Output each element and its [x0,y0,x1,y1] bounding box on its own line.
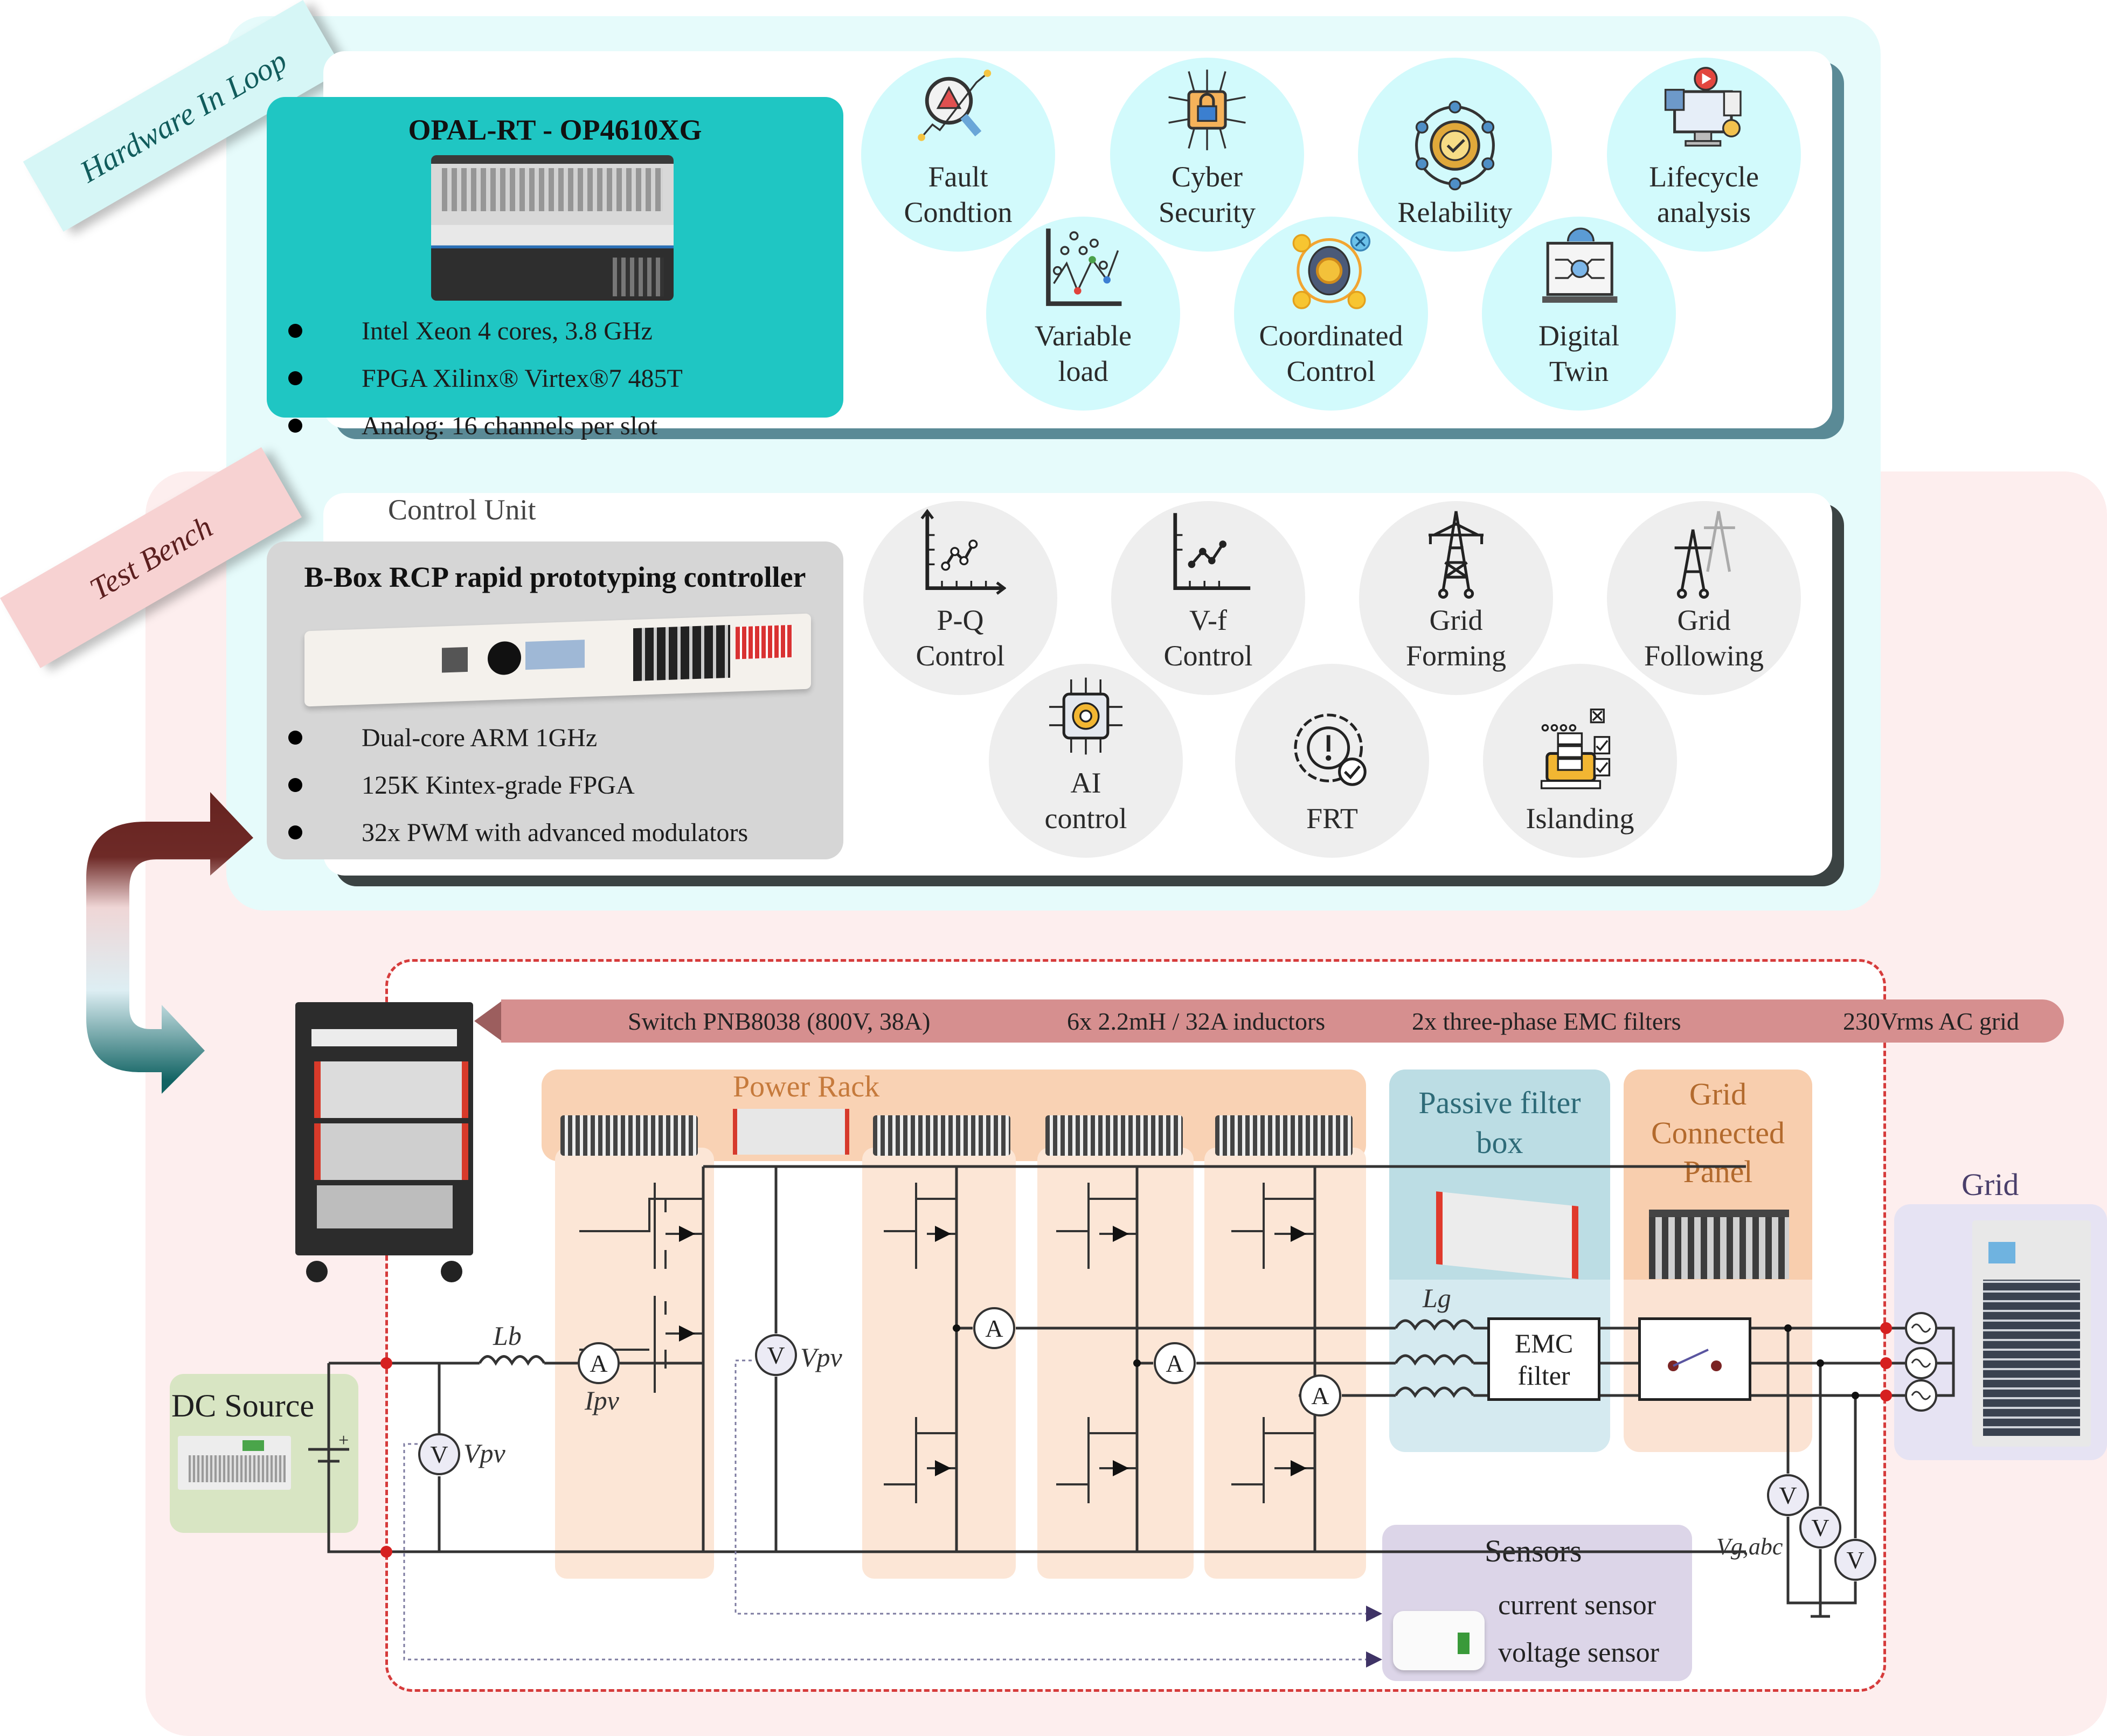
fault-search-icon [918,70,992,141]
grid-breaker-box [1638,1317,1751,1401]
transmission-tower-icon [1429,511,1484,599]
b-box-rcp-box: B-Box RCP rapid prototyping controller D… [267,541,843,859]
power-module-4 [1215,1115,1353,1156]
coordinated-gear-icon [1292,231,1371,309]
banner-grid: 230Vrms AC grid [1843,1007,2019,1035]
opal-chassis-image [431,155,674,301]
grid-title: Grid [1962,1167,2019,1202]
opal-spec: Intel Xeon 4 cores, 3.8 GHz [283,307,833,355]
reliability-badge-icon [1415,100,1495,191]
cyber-lock-chip-icon [1168,70,1246,150]
ammeter-phase-c: A [1299,1374,1341,1416]
banner-inductors: 6x 2.2mH / 32A inductors [1067,1007,1326,1035]
label-vgabc: Vg,abc [1716,1533,1783,1560]
b-box-spec: Dual-core ARM 1GHz [283,714,833,761]
arrow-shape [86,792,253,1142]
battery-plus-sign: + [338,1431,349,1450]
scatter-chart-icon [1046,228,1122,306]
label-lg: Lg [1423,1283,1451,1313]
frt-gear-check-icon [1294,713,1367,786]
voltmeter-vpv-source: V [418,1433,460,1475]
label-lb: Lb [493,1321,522,1351]
sensor-device-image [1393,1611,1485,1670]
power-module-1 [560,1115,698,1156]
banner-switch: Switch PNB8038 (800V, 38A) [628,1007,931,1035]
control-unit-title: Control Unit [388,494,536,526]
breaker-contacts [1668,1349,1722,1371]
b-box-title: B-Box RCP rapid prototyping controller [304,561,806,593]
ammeter-phase-a: A [973,1307,1015,1349]
current-sensor-label: current sensor [1498,1590,1657,1621]
banner-emc: 2x three-phase EMC filters [1412,1007,1681,1035]
label-ipv: Ipv [585,1385,619,1415]
b-box-spec: 125K Kintex-grade FPGA [283,761,833,809]
voltage-sensor-label: voltage sensor [1498,1637,1659,1668]
opal-title: OPAL-RT - OP4610XG [408,114,702,146]
double-tower-icon [1674,511,1735,599]
power-rack-title: Power Rack [733,1070,880,1103]
hil-app-reliability: Relability [1358,58,1552,252]
digital-twin-icon [1542,227,1618,303]
voltmeter-grid-a: V [1767,1474,1809,1516]
voltmeter-vpv-dclink: V [755,1334,797,1376]
vf-chart-icon [1173,513,1251,590]
opal-rt-box: OPAL-RT - OP4610XG Intel Xeon 4 cores, 3… [267,97,843,440]
vpv-feedback-line [403,1443,1369,1661]
lifecycle-monitor-icon [1664,67,1742,147]
ai-chip-icon [1049,677,1122,755]
ammeter-ipv: A [578,1342,620,1384]
voltmeter-grid-c: V [1834,1539,1876,1581]
label-vpv-source: Vpv [463,1438,505,1468]
dc-negative-rail [327,1363,703,1553]
power-module-2 [873,1115,1010,1156]
grid-emulator-image [1972,1220,2091,1447]
islanding-server-icon [1540,709,1611,789]
label-vpv-dclink: Vpv [800,1342,842,1372]
control-frt: FRT [1235,664,1429,858]
control-islanding: Islanding [1483,664,1677,858]
opal-spec: Analog: 16 channels per slot [283,402,833,449]
boost-inductor [478,1355,546,1366]
mosfet-switches [579,1183,1315,1503]
pq-chart-icon [920,509,1006,595]
phase-a-column [862,1148,1016,1579]
equipment-banner: Switch PNB8038 (800V, 38A) 6x 2.2mH / 32… [501,999,2064,1043]
opal-spec: FPGA Xilinx® Virtex®7 485T [283,355,833,402]
power-module-3 [1045,1115,1183,1156]
banner-pointer [474,999,504,1043]
ammeter-phase-b: A [1154,1342,1196,1384]
dc-source-image [178,1436,291,1490]
dc-source-title: DC Source [171,1388,314,1423]
vdc-feedback-line [734,1359,1369,1615]
voltmeter-grid-b: V [1799,1506,1841,1548]
grid-panel-image [1649,1210,1789,1279]
b-box-spec: 32x PWM with advanced modulators [283,809,833,856]
power-supply-module [733,1109,849,1155]
bidirectional-link-arrow [86,792,253,1142]
test-bench-rack-image [295,1002,473,1288]
